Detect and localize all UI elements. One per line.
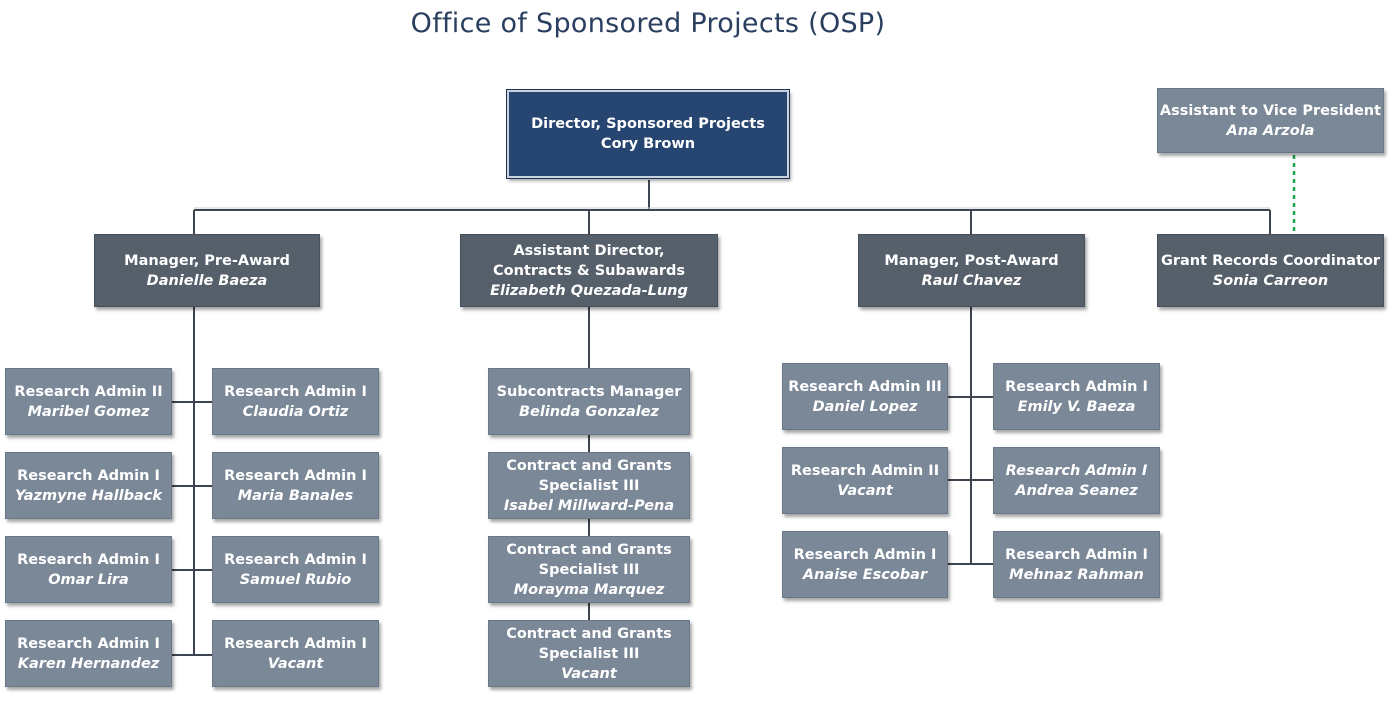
staff-box: Research Admin I Vacant (212, 620, 379, 687)
staff-role: Specialist III (538, 477, 640, 494)
staff-name: Claudia Ortiz (242, 403, 349, 420)
chart-title: Office of Sponsored Projects (OSP) (410, 8, 886, 39)
staff-box: Research Admin I Samuel Rubio (212, 536, 379, 603)
manager-postaward-role: Manager, Post-Award (884, 252, 1059, 269)
staff-box: Research Admin II Vacant (782, 447, 948, 514)
director-role: Director, Sponsored Projects (531, 116, 765, 132)
staff-role: Research Admin I (17, 467, 160, 484)
staff-name: Samuel Rubio (239, 571, 352, 588)
staff-role: Contract and Grants (506, 625, 672, 642)
staff-box: Contract and Grants Specialist III Isabe… (488, 452, 690, 519)
grant-records-role: Grant Records Coordinator (1160, 252, 1381, 269)
staff-name: Daniel Lopez (812, 398, 918, 415)
staff-box: Subcontracts Manager Belinda Gonzalez (488, 368, 690, 435)
staff-role: Specialist III (538, 645, 640, 662)
staff-role: Contract and Grants (506, 541, 672, 558)
staff-box: Research Admin I Omar Lira (5, 536, 172, 603)
staff-box: Research Admin I Maria Banales (212, 452, 379, 519)
staff-name: Karen Hernandez (17, 655, 160, 672)
manager-preaward-name: Danielle Baeza (146, 272, 268, 289)
staff-name: Maribel Gomez (27, 403, 150, 420)
staff-box: Contract and Grants Specialist III Vacan… (488, 620, 690, 687)
staff-role: Research Admin I (1005, 546, 1148, 563)
staff-box: Research Admin I Mehnaz Rahman (993, 531, 1160, 598)
staff-name: Omar Lira (48, 571, 129, 588)
staff-role: Specialist III (538, 561, 640, 578)
staff-role: Contract and Grants (506, 457, 672, 474)
staff-name: Andrea Seanez (1015, 482, 1138, 499)
staff-role: Research Admin II (14, 383, 163, 400)
staff-box: Research Admin III Daniel Lopez (782, 363, 948, 430)
manager-preaward-role: Manager, Pre-Award (124, 252, 290, 269)
director-name: Cory Brown (600, 136, 696, 152)
staff-box: Research Admin I Claudia Ortiz (212, 368, 379, 435)
assistant-vp-box: Assistant to Vice President Ana Arzola (1157, 88, 1384, 153)
assistant-vp-role: Assistant to Vice President (1159, 102, 1382, 119)
staff-box: Research Admin I Andrea Seanez (993, 447, 1160, 514)
staff-role: Research Admin I (1005, 462, 1148, 479)
staff-name: Belinda Gonzalez (518, 403, 659, 420)
staff-box: Research Admin I Karen Hernandez (5, 620, 172, 687)
staff-name: Vacant (561, 665, 617, 682)
staff-name: Maria Banales (237, 487, 354, 504)
staff-role: Subcontracts Manager (496, 383, 682, 400)
staff-name: Mehnaz Rahman (1009, 566, 1144, 583)
grant-records-box: Grant Records Coordinator Sonia Carreon (1157, 234, 1384, 307)
staff-box: Contract and Grants Specialist III Moray… (488, 536, 690, 603)
manager-preaward-box: Manager, Pre-Award Danielle Baeza (94, 234, 320, 307)
staff-box: Research Admin I Anaise Escobar (782, 531, 948, 598)
manager-contracts-role-2: Contracts & Subawards (493, 262, 685, 279)
staff-name: Yazmyne Hallback (14, 487, 163, 504)
staff-role: Research Admin II (790, 462, 940, 479)
staff-box: Research Admin I Emily V. Baeza (993, 363, 1160, 430)
staff-role: Research Admin I (793, 546, 937, 563)
staff-role: Research Admin I (224, 383, 367, 400)
staff-role: Research Admin I (17, 551, 160, 568)
manager-postaward-name: Raul Chavez (921, 272, 1022, 289)
assistant-vp-name: Ana Arzola (1226, 122, 1315, 139)
staff-role: Research Admin I (224, 551, 367, 568)
staff-name: Emily V. Baeza (1017, 398, 1136, 415)
staff-role: Research Admin I (17, 635, 160, 652)
staff-role: Research Admin I (224, 635, 367, 652)
manager-contracts-name: Elizabeth Quezada-Lung (490, 282, 688, 299)
staff-role: Research Admin I (224, 467, 367, 484)
staff-name: Vacant (837, 482, 893, 499)
staff-name: Isabel Millward-Pena (503, 497, 675, 514)
grant-records-name: Sonia Carreon (1212, 272, 1329, 289)
staff-role: Research Admin III (788, 378, 942, 395)
staff-role: Research Admin I (1005, 378, 1148, 395)
manager-postaward-box: Manager, Post-Award Raul Chavez (858, 234, 1085, 307)
staff-box: Research Admin I Yazmyne Hallback (5, 452, 172, 519)
staff-name: Anaise Escobar (802, 566, 928, 583)
manager-contracts-role-1: Assistant Director, (513, 242, 665, 259)
staff-name: Vacant (267, 655, 324, 672)
director-box: Director, Sponsored Projects Cory Brown (506, 89, 790, 179)
staff-box: Research Admin II Maribel Gomez (5, 368, 172, 435)
manager-contracts-box: Assistant Director, Contracts & Subaward… (460, 234, 718, 307)
staff-name: Morayma Marquez (513, 581, 665, 598)
